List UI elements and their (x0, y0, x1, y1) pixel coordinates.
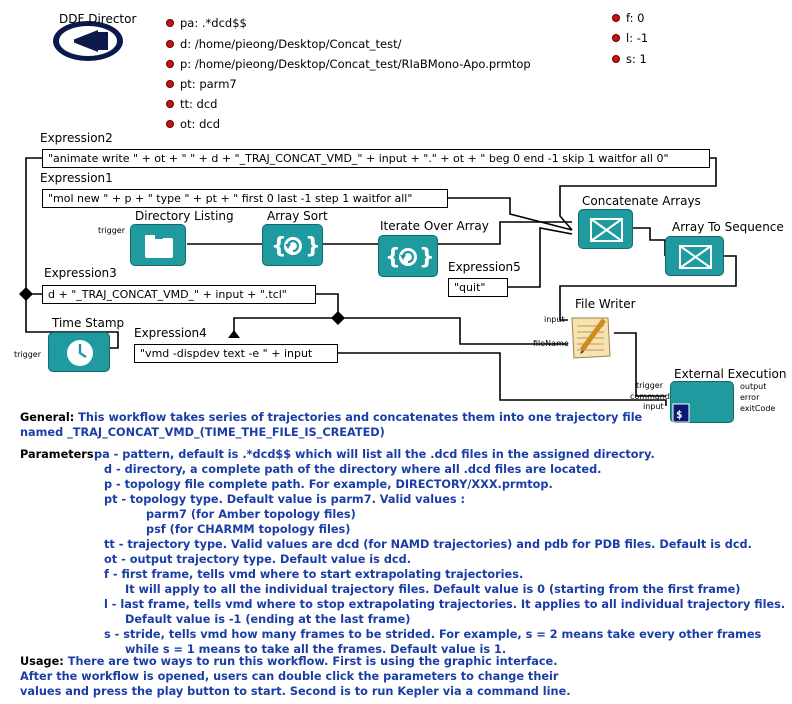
director-label: DDF Director (59, 12, 137, 26)
concatenate-arrays-title: Concatenate Arrays (582, 194, 701, 208)
param-dot-icon (166, 19, 174, 27)
parameters-line: d - directory, a complete path of the di… (104, 463, 602, 476)
directory-listing-trigger-label: trigger (98, 226, 126, 235)
external-execution-error-label: error (740, 393, 760, 402)
directory-listing-title: Directory Listing (135, 209, 234, 223)
param-l[interactable]: l: -1 (612, 31, 648, 45)
svg-text:}: } (305, 234, 321, 259)
parameters-line: parm7 (for Amber topology files) (146, 508, 356, 521)
parameters-line: psf (for CHARMM topology files) (146, 523, 351, 536)
param-s[interactable]: s: 1 (612, 52, 647, 66)
array-sort-title: Array Sort (267, 209, 328, 223)
external-execution-actor[interactable]: $ (670, 381, 734, 423)
array-to-sequence-title: Array To Sequence (672, 220, 784, 234)
usage-line-2: After the workflow is opened, users can … (20, 670, 559, 683)
file-writer-filename-label: fileName (533, 339, 569, 348)
param-dot-icon (166, 80, 174, 88)
array-loop-icon: { } (271, 234, 321, 259)
svg-text:{: { (271, 234, 287, 259)
parameters-key: Parameters: (20, 448, 99, 461)
folder-icon (145, 235, 173, 258)
expression3-box[interactable]: d + "_TRAJ_CONCAT_VMD_" + input + ".tcl" (42, 285, 316, 304)
parameters-line: s - stride, tells vmd how many frames to… (104, 628, 762, 641)
param-dot-icon (166, 60, 174, 68)
file-writer-actor[interactable] (568, 312, 614, 360)
external-execution-command-label: command (630, 392, 670, 401)
param-p[interactable]: p: /home/pieong/Desktop/Concat_test/RIaB… (166, 57, 531, 71)
expression2-title: Expression2 (40, 131, 113, 145)
param-dot-icon (166, 120, 174, 128)
parameters-description: Parameters: (20, 447, 98, 462)
general-key: General: (20, 411, 75, 424)
expression4-box[interactable]: "vmd -dispdev text -e " + input (134, 344, 338, 363)
time-stamp-actor[interactable] (48, 332, 110, 372)
parameters-line: l - last frame, tells vmd where to stop … (104, 598, 786, 611)
parameters-line: f - first frame, tells vmd where to star… (104, 568, 524, 581)
param-ot[interactable]: ot: dcd (166, 117, 220, 131)
parameters-line: Default value is -1 (ending at the last … (125, 613, 411, 626)
merge-icon (590, 218, 623, 242)
usage-key: Usage: (20, 655, 64, 668)
expression1-box[interactable]: "mol new " + p + " type " + pt + " first… (42, 189, 448, 208)
param-dot-icon (166, 40, 174, 48)
usage-line-3: values and press the play button to star… (20, 685, 571, 698)
parameters-line: It will apply to all the individual traj… (125, 583, 741, 596)
usage-description: Usage: There are two ways to run this wo… (20, 654, 571, 699)
parameters-line: p - topology file complete path. For exa… (104, 478, 553, 491)
external-execution-input-label: input (643, 402, 664, 411)
merge-icon (679, 245, 712, 269)
external-execution-trigger-label: trigger (636, 381, 664, 390)
svg-text:$: $ (676, 408, 683, 421)
param-f[interactable]: f: 0 (612, 11, 645, 25)
external-execution-title: External Execution (674, 367, 787, 381)
param-pt[interactable]: pt: parm7 (166, 77, 237, 91)
general-description: General: This workflow takes series of t… (20, 410, 642, 440)
time-stamp-trigger-label: trigger (14, 350, 42, 359)
svg-text:{: { (385, 245, 401, 270)
expression5-title: Expression5 (448, 260, 521, 274)
parameters-line: ot - output trajectory type. Default val… (104, 553, 411, 566)
parameters-list: pa - pattern, default is .*dcd$$ which w… (94, 447, 785, 657)
parameters-line: tt - trajectory type. Valid values are d… (104, 538, 752, 551)
concatenate-arrays-actor[interactable] (578, 209, 633, 249)
parameters-line: pa - pattern, default is .*dcd$$ which w… (94, 448, 655, 461)
external-execution-output-label: output (740, 382, 767, 391)
expression4-title: Expression4 (134, 326, 207, 340)
file-writer-input-label: input (544, 315, 565, 324)
param-tt[interactable]: tt: dcd (166, 97, 217, 111)
svg-text:}: } (419, 245, 435, 270)
external-execution-exitcode-label: exitCode (740, 404, 776, 413)
param-dot-icon (166, 100, 174, 108)
clock-icon (67, 340, 93, 366)
param-dot-icon (612, 14, 620, 22)
usage-line-1: There are two ways to run this workflow.… (67, 655, 558, 668)
param-dot-icon (612, 55, 620, 63)
expression5-box[interactable]: "quit" (448, 278, 508, 297)
array-to-sequence-actor[interactable] (665, 236, 724, 276)
param-dot-icon (612, 34, 620, 42)
directory-listing-actor[interactable] (130, 224, 186, 266)
general-line-2: named _TRAJ_CONCAT_VMD_(TIME_THE_FILE_IS… (20, 426, 385, 439)
notepad-pencil-icon (571, 317, 611, 359)
iterate-over-array-title: Iterate Over Array (380, 219, 489, 233)
expression1-title: Expression1 (40, 171, 113, 185)
director-icon (53, 21, 123, 61)
iterate-over-array-actor[interactable]: { } (378, 235, 438, 277)
param-pa[interactable]: pa: .*dcd$$ (166, 16, 247, 30)
expression2-box[interactable]: "animate write " + ot + " " + d + "_TRAJ… (42, 149, 710, 168)
time-stamp-title: Time Stamp (52, 316, 125, 330)
general-line-1: This workflow takes series of trajectori… (78, 411, 643, 424)
terminal-icon: $ (672, 403, 690, 423)
param-d[interactable]: d: /home/pieong/Desktop/Concat_test/ (166, 37, 402, 51)
array-sort-actor[interactable]: { } (262, 224, 323, 266)
file-writer-title: File Writer (575, 297, 636, 311)
expression3-title: Expression3 (44, 266, 117, 280)
parameters-line: while s = 1 means to take all the frames… (125, 643, 507, 656)
array-loop-icon: { } (385, 245, 435, 270)
parameters-line: pt - topology type. Default value is par… (104, 493, 466, 506)
